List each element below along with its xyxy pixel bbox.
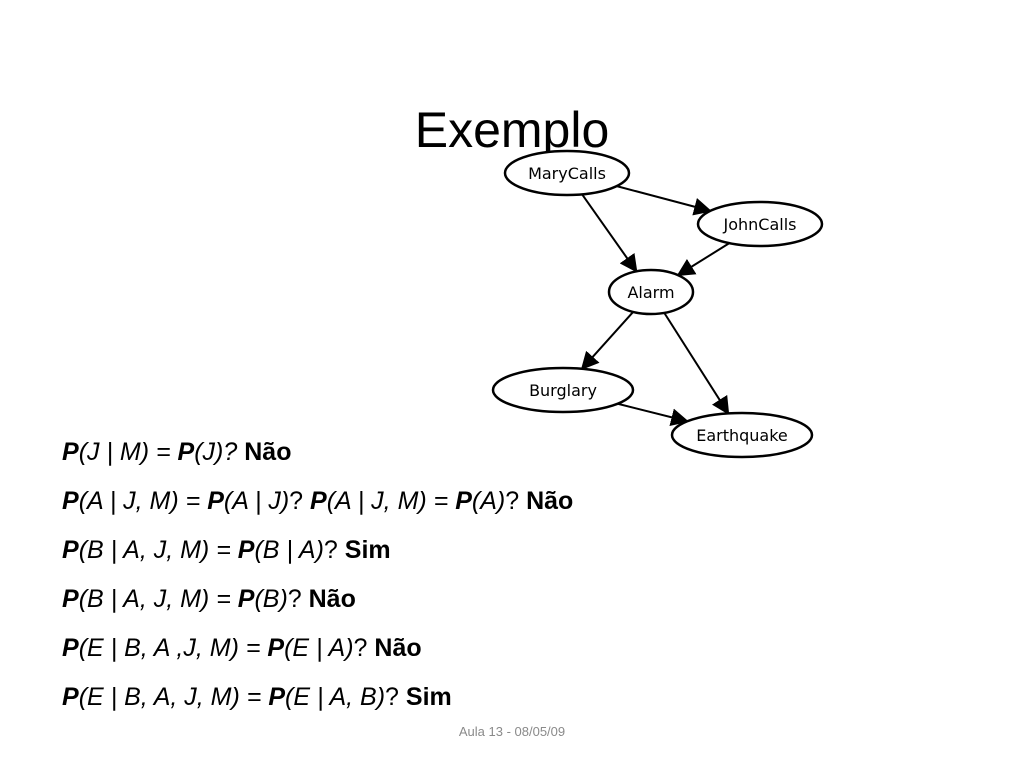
query-expression: (A) — [471, 487, 506, 515]
node-burglary-ellipse — [491, 366, 635, 414]
edge-burglary-to-earthquake — [617, 402, 690, 427]
probability-symbol: P — [62, 585, 79, 613]
diagram-nodes: MaryCallsJohnCallsAlarmBurglaryEarthquak… — [491, 149, 824, 459]
probability-symbol: P — [62, 683, 79, 711]
probability-symbol: P — [310, 487, 327, 515]
query-answer: Não — [374, 634, 422, 662]
probability-symbol: P — [268, 683, 285, 711]
query-answer: Não — [308, 585, 356, 613]
probability-symbol: P — [62, 634, 79, 662]
query-line: P(B | A, J, M) = P(B | A)? Sim — [62, 528, 573, 577]
node-earthquake-label: Earthquake — [696, 426, 788, 445]
query-answer: Não — [244, 438, 292, 466]
query-expression: (E | A) — [284, 634, 354, 662]
node-marycalls-ellipse — [503, 149, 631, 197]
query-expression: (J | M) = — [78, 438, 178, 466]
probability-symbol: P — [455, 487, 472, 515]
query-punctuation: ? — [289, 487, 311, 515]
edge-marycalls-to-alarm — [581, 193, 638, 273]
edge-alarm-to-earthquake — [663, 312, 730, 415]
edge-alarm-to-burglary — [580, 311, 634, 371]
query-expression: (B | A) — [254, 536, 324, 564]
query-punctuation: ? — [353, 634, 375, 662]
query-line: P(E | B, A, J, M) = P(E | A, B)? Sim — [62, 675, 573, 724]
node-alarm-label: Alarm — [627, 283, 674, 302]
node-marycalls: MaryCalls — [503, 149, 631, 197]
query-expression: (J)? — [194, 438, 245, 466]
query-answer: Sim — [405, 683, 452, 711]
query-expression: (A | J) — [223, 487, 290, 515]
node-burglary-label: Burglary — [529, 381, 597, 400]
node-alarm-ellipse — [607, 268, 695, 316]
query-expression: (B | A, J, M) = — [78, 536, 238, 564]
probability-symbol: P — [267, 634, 285, 662]
query-punctuation: ? — [505, 487, 527, 515]
slide-title: Exemplo — [414, 101, 610, 158]
probability-symbol: P — [207, 487, 224, 515]
query-line: P(A | J, M) = P(A | J)? P(A | J, M) = P(… — [62, 479, 573, 528]
query-line: P(E | B, A ,J, M) = P(E | A)? Não — [62, 626, 573, 675]
probability-symbol: P — [62, 438, 79, 466]
query-punctuation: ? — [385, 683, 406, 711]
query-answer: Não — [526, 487, 574, 515]
query-line: P(J | M) = P(J)? Não — [62, 430, 573, 479]
query-expression: (E | B, A, J, M) = — [78, 683, 269, 711]
probability-symbol: P — [177, 438, 195, 466]
query-expression: (B | A, J, M) = — [78, 585, 238, 613]
edge-johncalls-to-alarm — [676, 242, 730, 277]
query-punctuation: ? — [323, 536, 345, 564]
query-expression: (A | J, M) = — [326, 487, 456, 515]
probability-symbol: P — [62, 487, 79, 515]
node-johncalls-label: JohnCalls — [723, 215, 797, 234]
diagram-edges — [580, 185, 730, 427]
probability-symbol: P — [237, 585, 255, 613]
query-expression: (E | B, A ,J, M) = — [78, 634, 268, 662]
node-johncalls-ellipse — [696, 200, 824, 248]
node-johncalls: JohnCalls — [696, 200, 824, 248]
slide-footer: Aula 13 - 08/05/09 — [458, 724, 566, 739]
query-answer: Sim — [344, 536, 391, 564]
query-line: P(B | A, J, M) = P(B)? Não — [62, 577, 573, 626]
query-expression: (A | J, M) = — [78, 487, 208, 515]
node-marycalls-label: MaryCalls — [528, 164, 606, 183]
node-burglary: Burglary — [491, 366, 635, 414]
probability-symbol: P — [62, 536, 79, 564]
probability-symbol: P — [237, 536, 255, 564]
node-alarm: Alarm — [607, 268, 695, 316]
node-earthquake: Earthquake — [670, 411, 814, 459]
bayesian-network-diagram: MaryCallsJohnCallsAlarmBurglaryEarthquak… — [491, 149, 824, 459]
query-punctuation: ? — [287, 585, 309, 613]
edge-marycalls-to-johncalls — [616, 185, 713, 216]
query-expression: (B) — [254, 585, 288, 613]
query-expression: (E | A, B) — [285, 683, 386, 711]
node-earthquake-ellipse — [670, 411, 814, 459]
